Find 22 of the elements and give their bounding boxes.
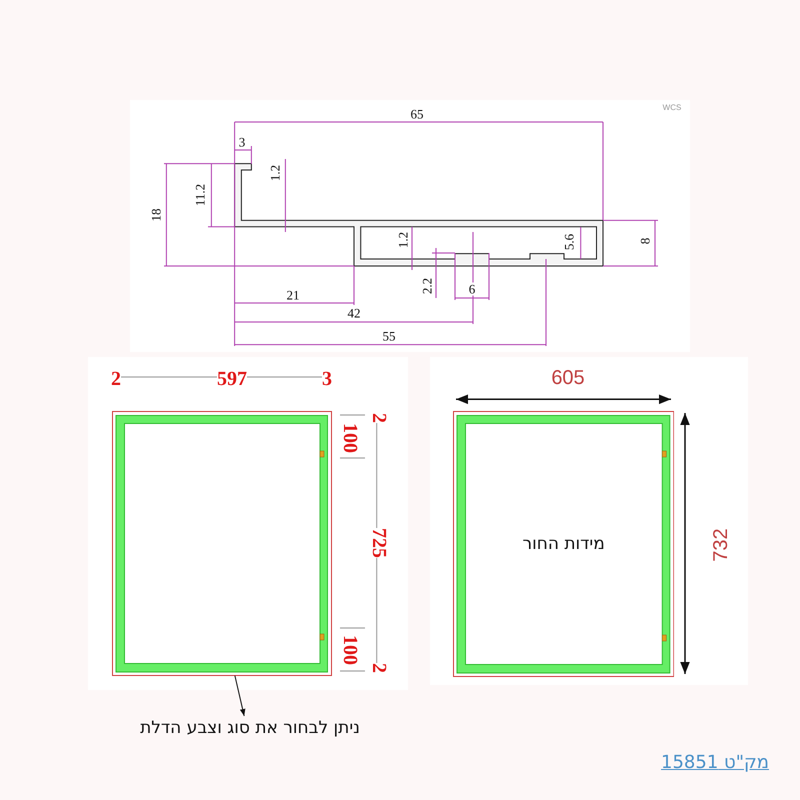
note-text: ניתן לבחור את סוג וצבע הדלת [139,718,361,738]
frame-label: מידות החור [522,534,605,554]
dimension-value: 8 [638,236,652,246]
dimension-value: 732 [711,528,731,562]
dimension-value: 21 [286,288,300,302]
annotation-text: WCS [662,104,682,112]
dimension-value: 605 [551,368,585,388]
dimension-value: 3 [238,136,246,148]
dimension-value: 42 [346,306,362,320]
dimension-value: 6 [468,282,476,296]
dimension-value: 1.2 [268,164,282,182]
dimension-value: 11.2 [194,182,206,208]
leader-line [234,675,246,716]
product-code-link: מק"ט 15851 [661,754,769,772]
dimension-value: 18 [150,208,162,222]
dimension-value: 65 [410,108,424,120]
dimension-value: 5.6 [562,232,576,252]
dimension-value: 2.2 [420,276,434,296]
door-frame-drawing [453,410,674,677]
door-frame-drawing [112,410,332,676]
dimension-value: 1.2 [396,230,410,250]
dimension-value: 55 [382,330,396,342]
